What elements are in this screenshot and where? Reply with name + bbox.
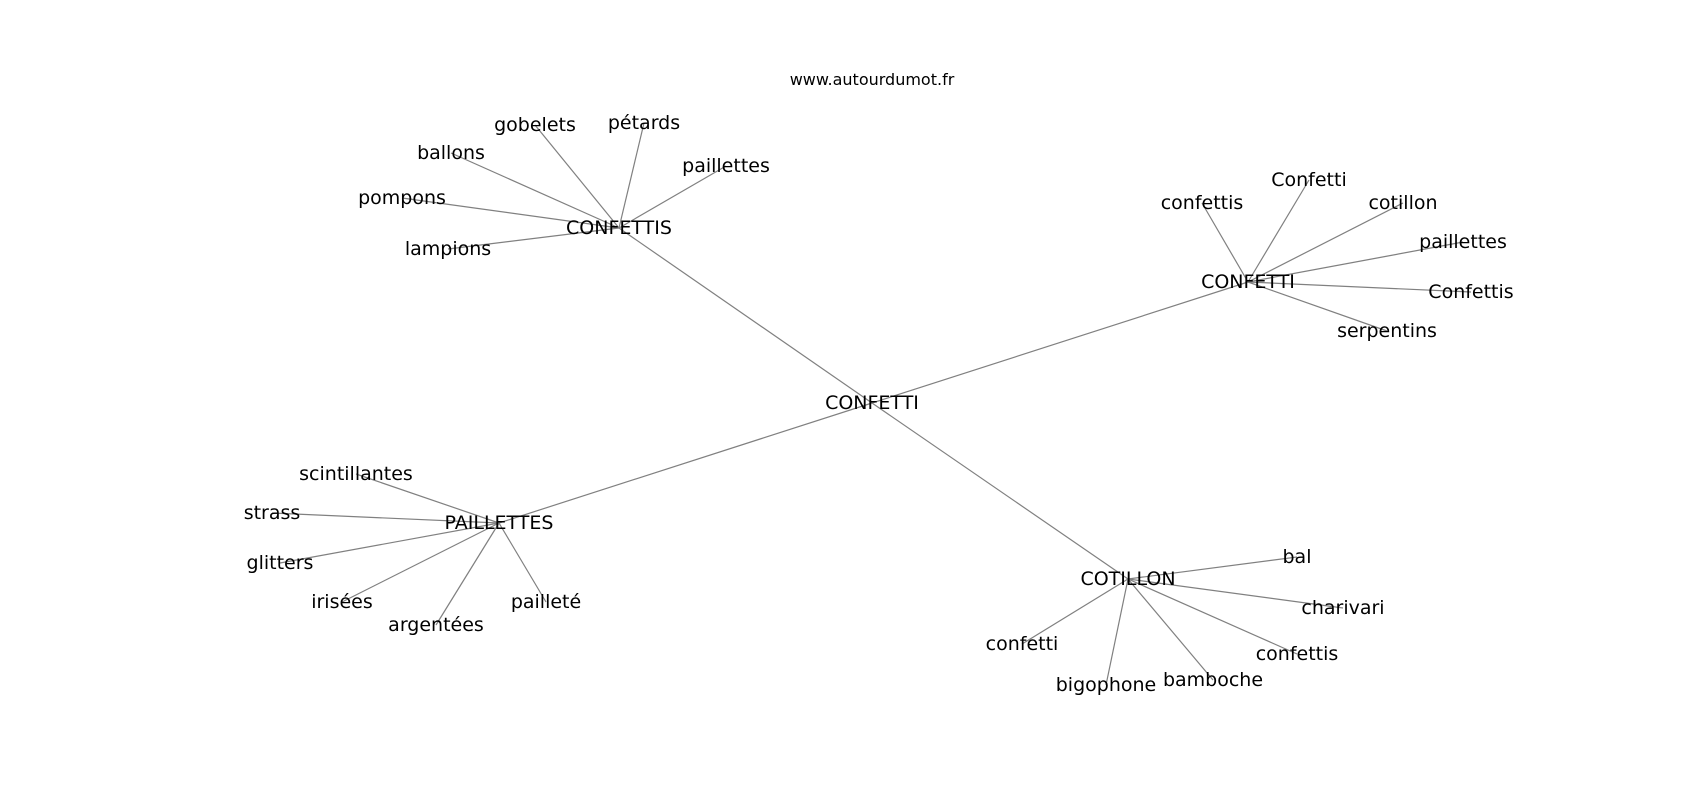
edge-hub-to-leaf (1247, 281, 1472, 293)
leaf-node[interactable]: strass (244, 502, 301, 524)
leaf-node[interactable]: scintillantes (299, 463, 413, 485)
edge-center-to-hub (498, 402, 873, 524)
edge-hub-to-leaf (1127, 578, 1344, 609)
edge-hub-to-leaf (401, 197, 620, 229)
leaf-node[interactable]: bigophone (1056, 674, 1156, 696)
edge-hub-to-leaf (279, 522, 500, 564)
leaf-node[interactable]: confettis (1256, 643, 1339, 665)
edge-hub-to-leaf (341, 522, 500, 603)
leaf-node[interactable]: gobelets (494, 114, 576, 136)
edge-hub-to-leaf (1127, 578, 1214, 681)
leaf-node[interactable]: argentées (388, 614, 484, 636)
leaf-node[interactable]: serpentins (1337, 320, 1437, 342)
edge-hub-to-leaf (271, 512, 500, 524)
edge-center-to-hub (871, 281, 1249, 404)
center-node[interactable]: CONFETTI (825, 392, 919, 414)
edge-hub-to-leaf (1247, 281, 1388, 332)
leaf-node[interactable]: lampions (405, 238, 491, 260)
leaf-node[interactable]: paillettes (1419, 231, 1507, 253)
leaf-node[interactable]: irisées (311, 591, 373, 613)
edge-hub-to-leaf (1127, 578, 1298, 655)
edge-hub-to-leaf (498, 522, 547, 603)
leaf-node[interactable]: pétards (608, 112, 680, 134)
edge-hub-to-leaf (1127, 556, 1298, 580)
leaf-node[interactable]: ballons (417, 142, 485, 164)
leaf-node[interactable]: paillettes (682, 155, 770, 177)
hub-node[interactable]: CONFETTIS (566, 217, 672, 239)
edge-hub-to-leaf (435, 522, 500, 626)
leaf-node[interactable]: confetti (986, 633, 1059, 655)
edge-hub-to-leaf (618, 122, 645, 229)
edge-hub-to-leaf (1201, 202, 1249, 283)
edge-hub-to-leaf (447, 227, 620, 250)
edge-hub-to-leaf (450, 152, 620, 229)
edge-center-to-hub (618, 227, 873, 404)
hub-node[interactable]: PAILLETTES (445, 512, 554, 534)
edge-hub-to-leaf (618, 165, 727, 229)
leaf-node[interactable]: Confettis (1428, 281, 1513, 303)
leaf-node[interactable]: charivari (1301, 597, 1384, 619)
leaf-node[interactable]: bamboche (1163, 669, 1263, 691)
graph-edges (271, 122, 1472, 686)
leaf-node[interactable]: confettis (1161, 192, 1244, 214)
hub-node[interactable]: CONFETTI (1201, 271, 1295, 293)
edge-hub-to-leaf (534, 124, 620, 229)
edge-hub-to-leaf (1105, 578, 1129, 686)
hub-node[interactable]: COTILLON (1080, 568, 1175, 590)
leaf-node[interactable]: glitters (247, 552, 314, 574)
edge-center-to-hub (871, 402, 1129, 580)
leaf-node[interactable]: Confetti (1271, 169, 1347, 191)
edge-hub-to-leaf (1247, 179, 1310, 283)
leaf-node[interactable]: bal (1283, 546, 1312, 568)
edge-hub-to-leaf (1247, 202, 1404, 283)
edge-hub-to-leaf (1247, 241, 1464, 283)
leaf-node[interactable]: pompons (358, 187, 446, 209)
leaf-node[interactable]: pailleté (511, 591, 581, 613)
edge-hub-to-leaf (355, 473, 500, 524)
source-watermark: www.autourdumot.fr (789, 70, 955, 89)
edge-hub-to-leaf (1021, 578, 1129, 645)
leaf-node[interactable]: cotillon (1368, 192, 1437, 214)
